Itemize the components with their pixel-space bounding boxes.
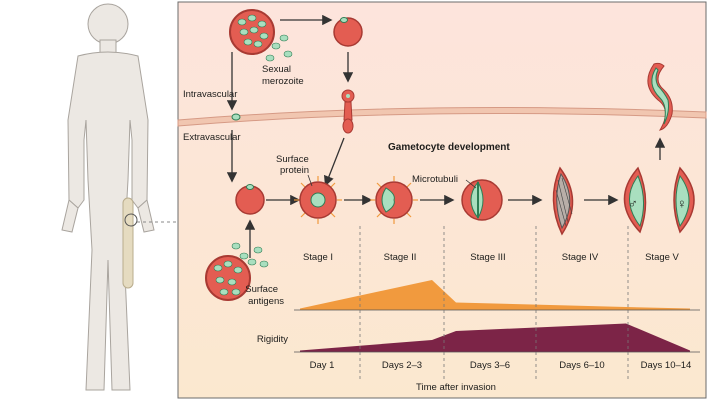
profile-charts [294,280,700,353]
merozoite-label: merozoite [262,76,304,87]
gametocyte-in-vessel [647,62,673,131]
stage-three-cell [461,179,503,221]
stage-five-label: Stage V [645,252,679,263]
day-label-5: Days 10–14 [641,360,692,371]
surface-antigens-area [300,280,690,310]
stage-four-cell [552,166,574,236]
merozoite-crossing [231,113,241,121]
intravascular-label: Intravascular [183,89,237,100]
surface-antigens-label-2: antigens [248,296,284,307]
rbc-squeezing [341,89,355,134]
day-separators [359,226,629,380]
stage-two-label: Stage II [384,252,417,263]
schizont-top [229,9,293,62]
microtubuli-pointer [465,179,477,189]
stage-three-label: Stage III [470,252,505,263]
day-label-2: Days 2–3 [382,360,422,371]
diagram-title: Gametocyte development [388,142,510,153]
zoom-marker [124,213,138,227]
stage-five-female-cell [673,166,695,234]
bone-marrow-femur [122,197,134,289]
rigidity-label: Rigidity [257,334,288,345]
stage-one-cell [294,176,342,224]
stage-two-cell [370,176,418,224]
schizont-bottom [205,242,269,301]
human-silhouette [61,3,155,391]
day-label-1: Day 1 [310,360,335,371]
surface-protein-label-2: protein [280,165,309,176]
surface-protein-label-1: Surface [276,154,309,165]
stage-one-label: Stage I [303,252,333,263]
surface-protein-pointer [307,174,313,187]
microtubuli-label: Microtubuli [412,174,458,185]
rbc-invasion-top [333,17,363,47]
rigidity-area [300,323,690,352]
rbc-invaded-left [235,184,265,215]
surface-antigens-label-1: Surface [245,284,278,295]
arrow-to-stage-one [323,137,345,187]
x-axis-title: Time after invasion [416,382,496,393]
stage-five-male-cell [623,166,647,234]
female-symbol: ♀ [677,196,687,211]
day-label-3: Days 3–6 [470,360,510,371]
extravascular-label: Extravascular [183,132,241,143]
day-label-4: Days 6–10 [559,360,604,371]
sexual-label: Sexual [262,64,291,75]
male-symbol: ♂ [628,196,638,211]
stage-four-label: Stage IV [562,252,599,263]
